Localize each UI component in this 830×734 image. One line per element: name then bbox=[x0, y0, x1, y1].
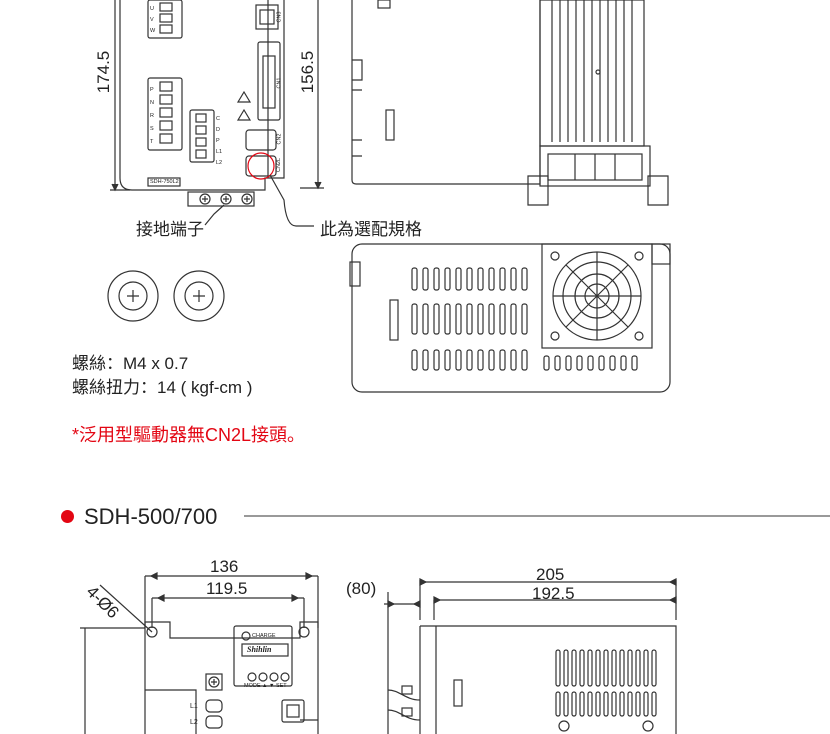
brand-logo: Shihlin bbox=[247, 645, 272, 654]
optional-spec-label: 此為選配規格 bbox=[320, 220, 422, 239]
panel-button-labels: MODE ▲ ▼ SET bbox=[244, 683, 287, 689]
terminal-w-label: W bbox=[150, 28, 156, 34]
terminal-l2-bottom-label: L2 bbox=[190, 719, 198, 726]
section-title: SDH-500/700 bbox=[84, 504, 218, 529]
terminal-d-label: D bbox=[216, 127, 220, 133]
terminal-p-label: P bbox=[150, 87, 154, 93]
charge-label: CHARGE bbox=[252, 633, 276, 639]
dimension-height-outer: 174.5 bbox=[94, 50, 113, 94]
dimension-width-inner: 119.5 bbox=[206, 579, 248, 598]
footnote-text: *泛用型驅動器無CN2L接頭。 bbox=[72, 425, 306, 445]
dimension-height-inner: 156.5 bbox=[298, 50, 317, 94]
front-view-bottom bbox=[80, 572, 319, 734]
vent-slots-row3 bbox=[411, 349, 638, 371]
top-view-fan bbox=[349, 243, 671, 393]
cn1-label: CN1 bbox=[276, 77, 283, 89]
terminal-pnrst-labels: P N R S T bbox=[150, 84, 154, 149]
terminal-t-label: T bbox=[150, 139, 154, 145]
screw-drawings bbox=[107, 270, 225, 322]
vent-slots-row2 bbox=[411, 303, 528, 335]
terminal-uvw-labels: U V W bbox=[150, 4, 155, 37]
terminal-s-label: S bbox=[150, 126, 154, 132]
terminal-l2-label: L2 bbox=[216, 160, 223, 166]
front-view-top bbox=[110, 0, 324, 227]
terminal-cdpl-labels: C D P L1 L2 bbox=[216, 114, 222, 169]
dimension-depth-inner: 192.5 bbox=[532, 584, 575, 603]
side-view-top bbox=[351, 0, 669, 206]
terminal-r-label: R bbox=[150, 113, 154, 119]
model-plate: SDH-750L2 bbox=[150, 179, 179, 185]
dimension-depth-outer: 205 bbox=[536, 565, 565, 584]
screw-torque-text: 螺絲扭力：14 ( kgf-cm ) bbox=[72, 378, 253, 397]
cn3-label: CN3 bbox=[276, 11, 283, 23]
terminal-l1-bottom-label: L1 bbox=[190, 703, 198, 710]
terminal-l1-label: L1 bbox=[216, 149, 223, 155]
section-bullet bbox=[61, 510, 74, 523]
dimension-width-outer: 136 bbox=[210, 557, 239, 576]
ground-terminal-label: 接地端子 bbox=[136, 220, 204, 239]
terminal-p2-label: P bbox=[216, 138, 220, 144]
terminal-u-label: U bbox=[150, 6, 154, 12]
dimension-connector-offset: (80) bbox=[346, 579, 377, 598]
vent-slots-bottom bbox=[555, 649, 657, 732]
terminal-v-label: V bbox=[150, 17, 154, 23]
terminal-c-label: C bbox=[216, 116, 220, 122]
vent-slots-row1 bbox=[411, 267, 528, 291]
cn2-label: CN2 bbox=[276, 133, 283, 145]
cn2l-label: CN2L bbox=[276, 157, 283, 173]
side-view-bottom bbox=[384, 578, 677, 734]
terminal-n-label: N bbox=[150, 100, 154, 106]
screw-size-text: 螺絲：M4 x 0.7 bbox=[72, 354, 189, 373]
